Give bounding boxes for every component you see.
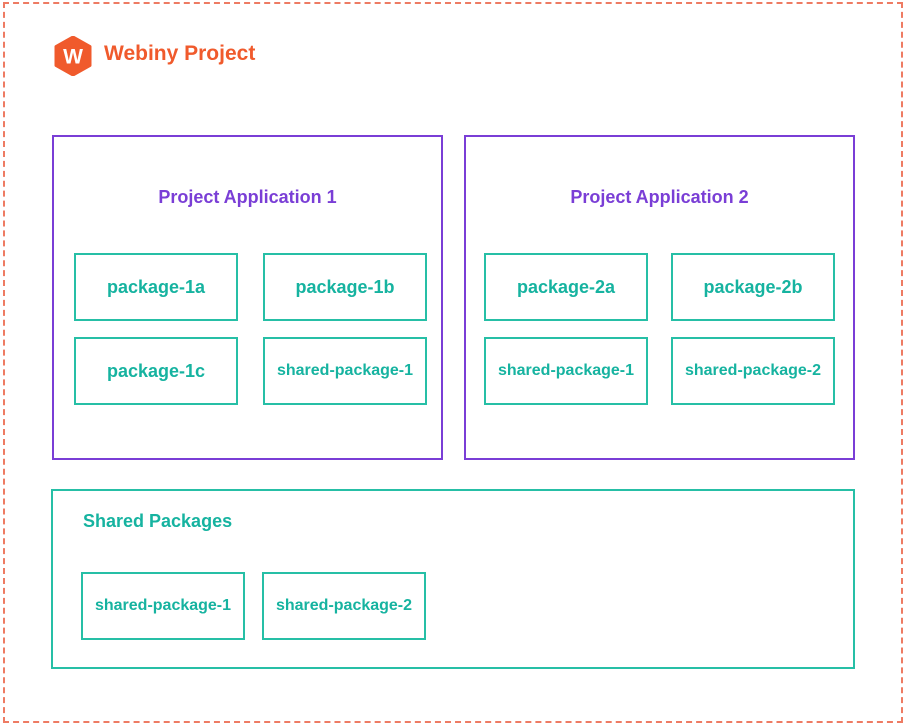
project-application-2: Project Application 2 package-2a package… [464, 135, 855, 460]
package-box: package-2a [484, 253, 648, 321]
package-box: package-1b [263, 253, 427, 321]
logo-letter: W [63, 46, 83, 69]
project-boundary [3, 2, 903, 723]
shared-packages-title: Shared Packages [83, 511, 233, 531]
application-title: Project Application 2 [570, 187, 749, 207]
shared-package-box: shared-package-1 [263, 337, 427, 405]
shared-package-box: shared-package-1 [484, 337, 648, 405]
package-box: package-1c [74, 337, 238, 405]
shared-package-box: shared-package-2 [671, 337, 835, 405]
shared-packages-container: Shared Packages shared-package-1 shared-… [51, 489, 855, 669]
package-box: package-2b [671, 253, 835, 321]
application-title: Project Application 1 [158, 187, 337, 207]
shared-package-box: shared-package-1 [81, 572, 245, 640]
shared-package-box: shared-package-2 [262, 572, 426, 640]
webiny-logo-icon: W [53, 36, 93, 76]
package-box: package-1a [74, 253, 238, 321]
project-application-1: Project Application 1 package-1a package… [52, 135, 443, 460]
project-title: Webiny Project [104, 42, 256, 65]
